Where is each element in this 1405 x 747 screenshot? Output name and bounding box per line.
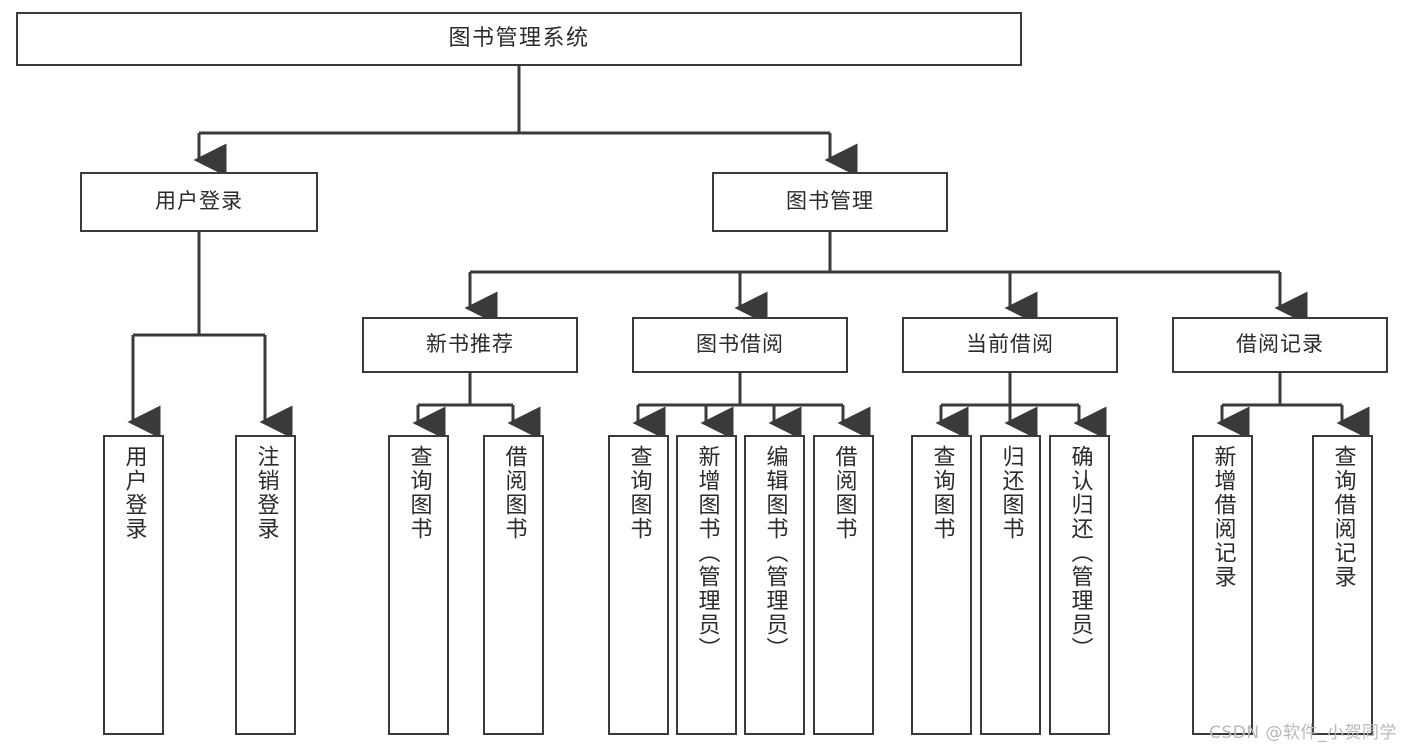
leaf-query-book-recommend[interactable]: 查询图书 — [388, 435, 449, 735]
leaf-edit-book-admin[interactable]: 编辑图书（管理员） — [744, 435, 805, 735]
node-label: 归还图书 — [998, 445, 1024, 541]
leaf-return-book[interactable]: 归还图书 — [980, 435, 1041, 735]
node-label: 借阅图书 — [831, 445, 857, 541]
leaf-confirm-return-admin[interactable]: 确认归还（管理员） — [1049, 435, 1110, 735]
leaf-add-borrow-record[interactable]: 新增借阅记录 — [1192, 435, 1253, 735]
node-book-management-system[interactable]: 图书管理系统 — [16, 12, 1022, 66]
node-label: 当前借阅 — [966, 332, 1054, 357]
leaf-query-book-borrow[interactable]: 查询图书 — [608, 435, 669, 735]
leaf-borrow-book-recommend[interactable]: 借阅图书 — [483, 435, 544, 735]
node-label: 查询借阅记录 — [1330, 445, 1356, 589]
node-label: 查询图书 — [929, 445, 955, 541]
node-label: 确认归还（管理员） — [1067, 445, 1093, 661]
node-label: 查询图书 — [626, 445, 652, 541]
node-label: 新书推荐 — [426, 332, 514, 357]
node-label: 新增图书（管理员） — [694, 445, 720, 661]
leaf-query-book-current[interactable]: 查询图书 — [911, 435, 972, 735]
node-label: 编辑图书（管理员） — [762, 445, 788, 661]
node-label: 注销登录 — [253, 445, 279, 541]
node-label: 借阅图书 — [501, 445, 527, 541]
node-label: 借阅记录 — [1236, 332, 1324, 357]
node-label: 图书管理 — [786, 189, 874, 214]
node-label: 用户登录 — [121, 445, 147, 541]
leaf-logout-login[interactable]: 注销登录 — [235, 435, 296, 735]
node-book-management[interactable]: 图书管理 — [712, 172, 948, 232]
node-label: 用户登录 — [155, 189, 243, 214]
csdn-watermark: CSDN @软件_小贺同学 — [1209, 723, 1397, 743]
node-new-book-recommend[interactable]: 新书推荐 — [362, 317, 578, 373]
node-label: 图书借阅 — [696, 332, 784, 357]
leaf-borrow-book[interactable]: 借阅图书 — [813, 435, 874, 735]
leaf-add-book-admin[interactable]: 新增图书（管理员） — [676, 435, 737, 735]
node-borrow-record[interactable]: 借阅记录 — [1172, 317, 1388, 373]
node-label: 新增借阅记录 — [1210, 445, 1236, 589]
node-book-borrow[interactable]: 图书借阅 — [632, 317, 848, 373]
node-user-login[interactable]: 用户登录 — [80, 172, 318, 232]
leaf-user-login[interactable]: 用户登录 — [103, 435, 164, 735]
node-label: 图书管理系统 — [448, 25, 590, 51]
node-label: 查询图书 — [406, 445, 432, 541]
leaf-query-borrow-record[interactable]: 查询借阅记录 — [1312, 435, 1373, 735]
node-current-borrow[interactable]: 当前借阅 — [902, 317, 1118, 373]
